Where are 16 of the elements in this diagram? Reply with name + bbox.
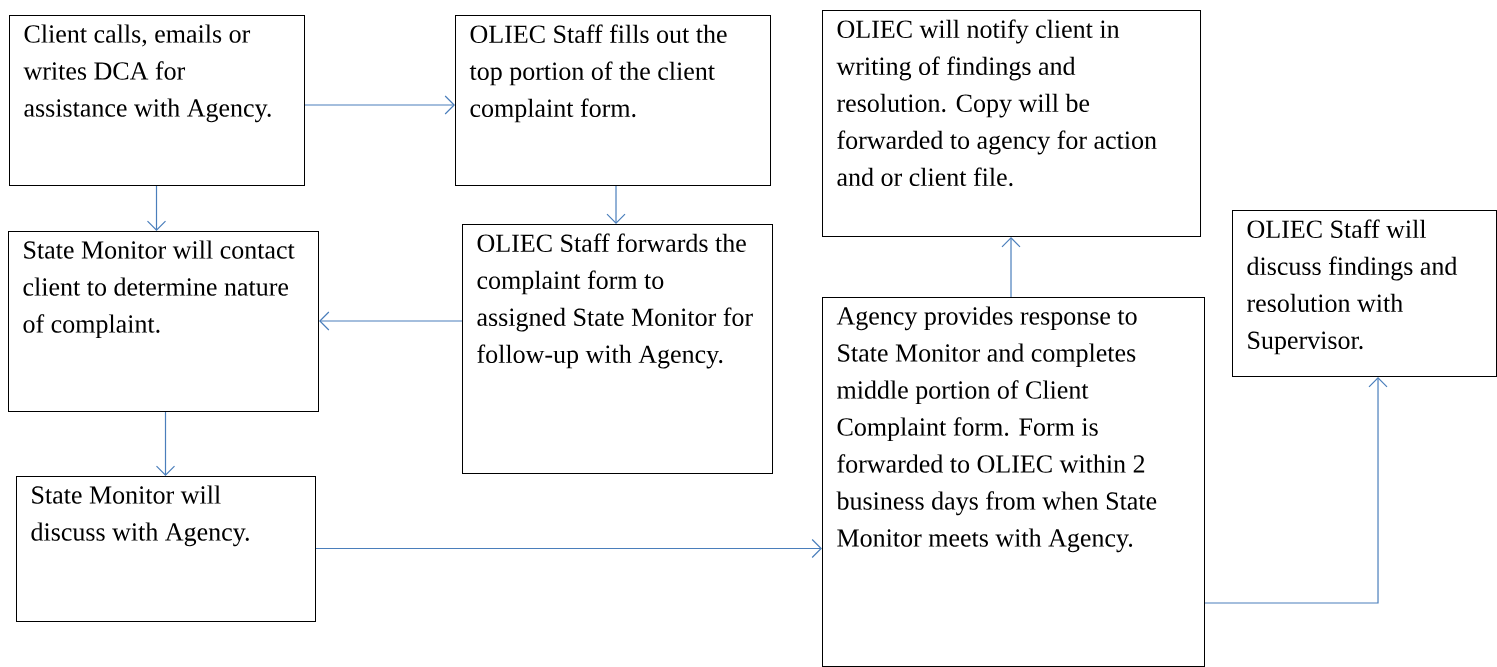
arrow bbox=[155, 411, 176, 476]
process-box: Agency provides response to State Monitor and completes middle portion of Client Complaint form. Form is forwarded to OLIEC within 2 business days from when State Monitor meets with Agency. bbox=[822, 297, 1205, 667]
arrow bbox=[319, 311, 463, 331]
process-box: OLIEC will notify client in writing of findings and resolution. Copy will be forwarded to agency for action and or client file. bbox=[822, 10, 1201, 237]
arrow bbox=[146, 185, 167, 231]
process-box: State Monitor will discuss with Agency. bbox=[16, 476, 316, 622]
process-box: State Monitor will contact client to determine nature of complaint. bbox=[8, 231, 319, 412]
process-box: OLIEC Staff forwards the complaint form to assigned State Monitor for follow-up with Agency. bbox=[462, 224, 773, 474]
process-box: OLIEC Staff will discuss findings and resolution with Supervisor. bbox=[1232, 210, 1497, 377]
arrow bbox=[1204, 377, 1388, 604]
arrow bbox=[315, 538, 822, 559]
process-box: OLIEC Staff fills out the top portion of the client complaint form. bbox=[455, 15, 771, 186]
arrow bbox=[606, 185, 626, 224]
arrow bbox=[304, 95, 455, 115]
process-box: Client calls, emails or writes DCA for assistance with Agency. bbox=[9, 15, 305, 186]
arrow bbox=[1001, 237, 1021, 298]
